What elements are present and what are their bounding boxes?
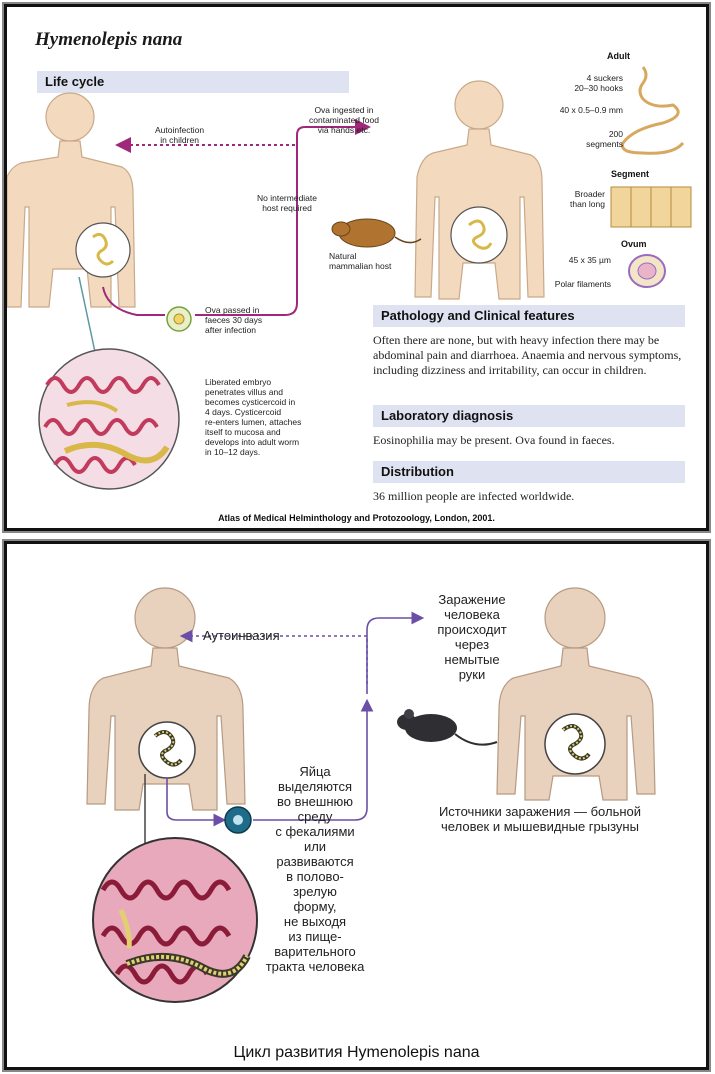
autoinfection-arrow bbox=[115, 137, 298, 197]
eggs-label: Яйца выделяются во внешнюю среду с фекал… bbox=[265, 764, 365, 974]
species-title: Hymenolepis nana bbox=[35, 29, 183, 50]
lab-heading: Laboratory diagnosis bbox=[373, 405, 685, 427]
autoinvasion-label: Аутоинвазия bbox=[203, 628, 280, 643]
left-human-figure bbox=[7, 92, 136, 308]
right-human-figure bbox=[414, 80, 545, 300]
distribution-text: 36 million people are infected worldwide… bbox=[373, 489, 575, 503]
adult-size-label: 40 x 0.5–0.9 mm bbox=[559, 105, 623, 115]
arrow-to-right bbox=[366, 611, 425, 694]
adult-title: Adult bbox=[607, 51, 630, 61]
no-intermediate-label: No intermediate host required bbox=[257, 193, 318, 213]
segment-drawing bbox=[610, 186, 692, 228]
pathology-heading: Pathology and Clinical features bbox=[373, 305, 685, 327]
right-worm bbox=[468, 219, 493, 250]
arrow-to-ova bbox=[102, 286, 165, 316]
life-cycle-bar: Life cycle bbox=[37, 71, 349, 93]
natural-host-label: Natural mammalian host bbox=[329, 251, 392, 271]
lab-text: Eosinophilia may be present. Ova found i… bbox=[373, 433, 615, 447]
atlas-panel: Hymenolepis nana Life cycle bbox=[4, 4, 709, 531]
russian-life-cycle-diagram bbox=[86, 587, 656, 1003]
broader-label: Broader than long bbox=[570, 189, 605, 209]
arrow-to-right-human bbox=[195, 119, 371, 316]
adult-worm-drawing bbox=[620, 66, 685, 155]
cycle-caption: Цикл развития Hymenolepis nana bbox=[233, 1044, 480, 1061]
ovum-title: Ovum bbox=[621, 239, 647, 249]
source-caption: Atlas of Medical Helminthology and Proto… bbox=[218, 513, 495, 523]
ovum-drawing bbox=[628, 254, 666, 288]
polar-filaments-label: Polar filaments bbox=[554, 279, 611, 289]
mouse-icon bbox=[397, 709, 498, 746]
autoinfection-label: Autoinfection in children bbox=[155, 125, 205, 145]
segments-label: 200 segments bbox=[586, 129, 623, 149]
pathology-text: Often there are none, but with heavy inf… bbox=[373, 333, 682, 377]
magnified-tissue bbox=[92, 837, 258, 1003]
ova-passed-label: Ova passed in faeces 30 days after infec… bbox=[205, 305, 263, 335]
ova-ingested-label: Ova ingested in contaminated food via ha… bbox=[309, 105, 379, 135]
arrow-to-egg bbox=[166, 778, 227, 827]
ovum-size-label: 45 x 35 µm bbox=[568, 255, 611, 265]
suckers-label: 4 suckers 20–30 hooks bbox=[574, 73, 623, 93]
arrow-up bbox=[253, 698, 374, 821]
sources-label: Источники заражения — больной человек и … bbox=[438, 804, 642, 834]
rodent-icon bbox=[331, 218, 422, 248]
infection-label: Заражение человека происходит через немы… bbox=[437, 592, 507, 682]
liberated-embryo-label: Liberated embryo penetrates villus and b… bbox=[205, 377, 302, 457]
distribution-heading: Distribution bbox=[373, 461, 685, 483]
russian-panel: Аутоинвазия Заражение человека происходи… bbox=[4, 541, 709, 1070]
left-worm bbox=[92, 232, 115, 266]
segment-title: Segment bbox=[611, 169, 650, 179]
life-cycle-diagram bbox=[7, 66, 692, 490]
magnified-intestine bbox=[38, 348, 180, 490]
